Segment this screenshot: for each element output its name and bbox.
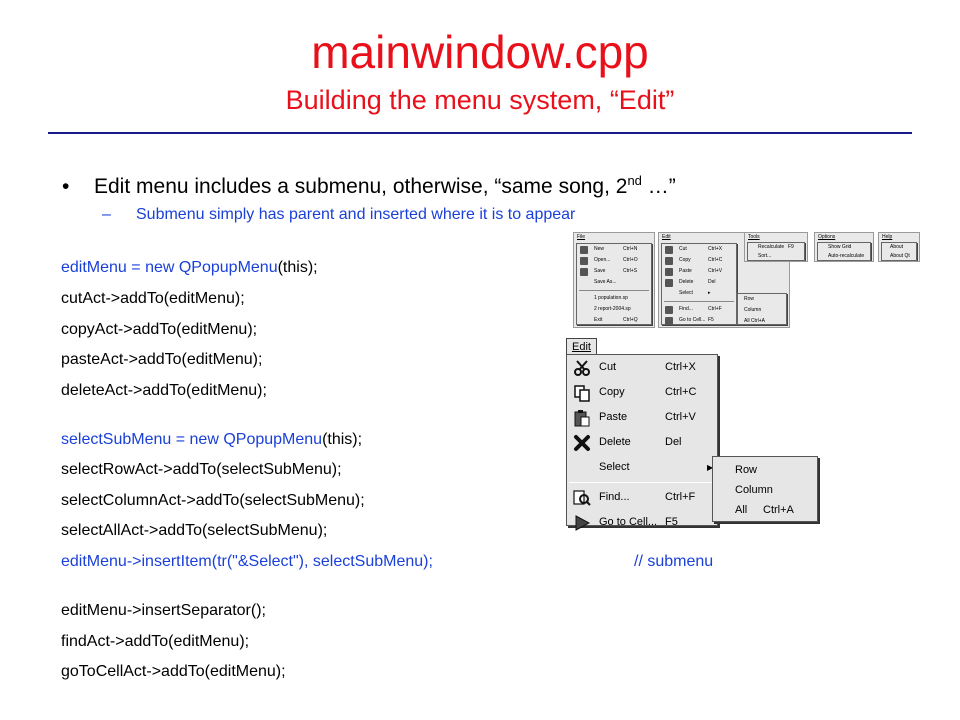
code-line-3: copyAct->addTo(editMenu); [61,321,258,338]
code-line-11: editMenu->insertSeparator(); [61,602,266,619]
code-line-4: pasteAct->addTo(editMenu); [61,351,263,368]
code-line-8: selectColumnAct->addTo(selectSubMenu); [61,492,365,509]
menu-item-select: Select ▶ [567,455,717,480]
play-arrow-icon [575,515,591,531]
bullet1-text: Edit menu includes a submenu, otherwise,… [94,175,628,198]
mini-file-item: Open...Ctrl+O [577,255,651,266]
code-line-9: selectAllAct->addTo(selectSubMenu); [61,522,328,539]
code-line-13: goToCellAct->addTo(editMenu); [61,663,286,680]
mini-edit-item: Find...Ctrl+F [662,304,736,315]
slide-subtitle: Building the menu system, “Edit” [285,85,675,115]
copy-icon [574,385,590,402]
sub-bullet-dash: – [102,206,111,223]
code-line-2: cutAct->addTo(editMenu); [61,290,245,307]
mini-submenu-item: All Ctrl+A [744,318,765,324]
sub-bullet-submenu: – Submenu simply has parent and inserted … [102,205,575,225]
menu-item-find: Find...Ctrl+F [567,485,717,510]
mini-edit-menu-title: Edit [662,234,671,240]
mini-tools-menu-title: Tools [748,234,760,240]
clipboard-icon [574,410,590,427]
mini-file-menu-title: File [577,234,586,240]
code-line-7: selectRowAct->addTo(selectSubMenu); [61,461,342,478]
title-divider [48,132,912,134]
edit-menu-title: Edit [566,338,597,354]
mini-file-item: Save As... [594,279,617,285]
mini-options-menu-title: Options [818,234,836,240]
code-line-12: findAct->addTo(editMenu); [61,633,250,650]
mini-options-popup: Show Grid Auto-recalculate [817,242,871,261]
code-line-5: deleteAct->addTo(editMenu); [61,382,267,399]
mini-help-menu: Help About About Qt [878,232,920,262]
select-submenu-popup: Row Column All Ctrl+A [712,456,818,522]
code-line-10: editMenu->insertItem(tr("&Select"), sele… [61,553,433,570]
mini-edit-item: Go to Cell...F5 [662,315,736,326]
bullet1-tail: …” [641,175,676,198]
scissors-icon [574,360,590,376]
sub-bullet-text: simply has parent and inserted where it … [204,206,576,223]
bullet-edit-menu: • Edit menu includes a submenu, otherwise… [62,168,676,200]
mini-file-item: 1 population.sp [594,295,628,301]
mini-file-item: 2 report-2004.sp [594,306,631,312]
submenu-item-all: All [735,504,748,516]
menu-separator [569,482,715,483]
submenu-item-row: Row [735,464,758,476]
submenu-item-column: Column [735,484,773,496]
code-line-1: editMenu = new QPopupMenu(this); [61,259,318,276]
sub-bullet-keyword: Submenu [136,206,205,223]
mini-submenu-item: Column [744,307,762,313]
mini-help-menu-title: Help [882,234,893,240]
submenu-item-all-shortcut: Ctrl+A [763,504,794,516]
mini-submenu-item: Row [744,296,755,302]
mini-options-menu: Options Show Grid Auto-recalculate [814,232,874,262]
submenu-arrow-icon: ▶ [707,463,714,472]
mini-help-popup: About About Qt [881,242,917,261]
delete-x-icon [574,435,590,451]
slide-title: mainwindow.cpp [311,26,649,78]
mini-edit-item: Select▸ [679,290,711,296]
menu-item-go-to-cell: Go to Cell...F5 [567,510,717,535]
code-line-6: selectSubMenu = new QPopupMenu(this); [61,431,363,448]
bullet1-superscript: nd [627,173,642,188]
code-comment-submenu: // submenu [634,553,714,570]
bullet-dot: • [62,175,70,198]
find-icon [573,490,591,506]
mini-edit-submenu: Row Column All Ctrl+A [737,293,787,325]
